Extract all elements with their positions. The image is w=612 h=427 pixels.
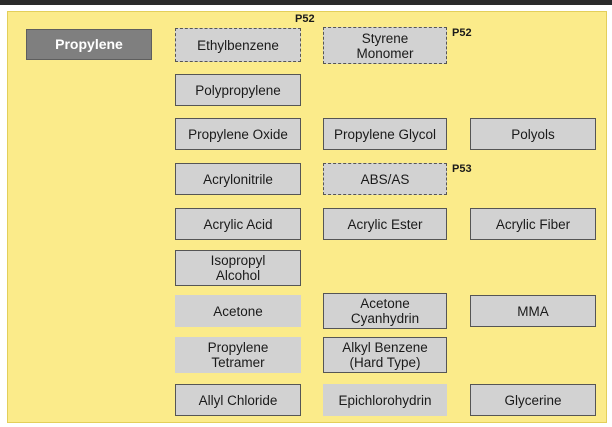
node-epichlorohydrin: Epichlorohydrin <box>323 384 447 416</box>
node-acetone: Acetone <box>175 295 301 327</box>
node-acrylic-acid: Acrylic Acid <box>175 208 301 240</box>
node-propylene-glycol: Propylene Glycol <box>323 118 447 150</box>
node-abs-as: ABS/AS <box>323 163 447 195</box>
top-rule <box>0 0 612 5</box>
node-acrylonitrile: Acrylonitrile <box>175 163 301 195</box>
node-alkyl-benzene: Alkyl Benzene (Hard Type) <box>323 337 447 373</box>
node-styrene-monomer: Styrene Monomer <box>323 27 447 64</box>
node-acrylic-ester: Acrylic Ester <box>323 208 447 240</box>
node-polyols: Polyols <box>470 118 596 150</box>
product-chart-panel: Propylene Ethylbenzene Polypropylene Pro… <box>7 11 607 423</box>
page-ref-abs: P53 <box>452 163 472 175</box>
page-ref-ethylbenzene: P52 <box>295 13 315 25</box>
page-ref-styrene: P52 <box>452 27 472 39</box>
node-propylene-oxide: Propylene Oxide <box>175 118 301 150</box>
node-polypropylene: Polypropylene <box>175 74 301 106</box>
node-glycerine: Glycerine <box>470 384 596 416</box>
root-propylene: Propylene <box>26 29 152 60</box>
node-isopropyl-alcohol: Isopropyl Alcohol <box>175 250 301 286</box>
node-allyl-chloride: Allyl Chloride <box>175 384 301 416</box>
node-propylene-tetramer: Propylene Tetramer <box>175 337 301 373</box>
node-ethylbenzene: Ethylbenzene <box>175 28 301 62</box>
node-acetone-cyanhydrin: Acetone Cyanhydrin <box>323 293 447 329</box>
node-acrylic-fiber: Acrylic Fiber <box>470 208 596 240</box>
node-mma: MMA <box>470 295 596 327</box>
